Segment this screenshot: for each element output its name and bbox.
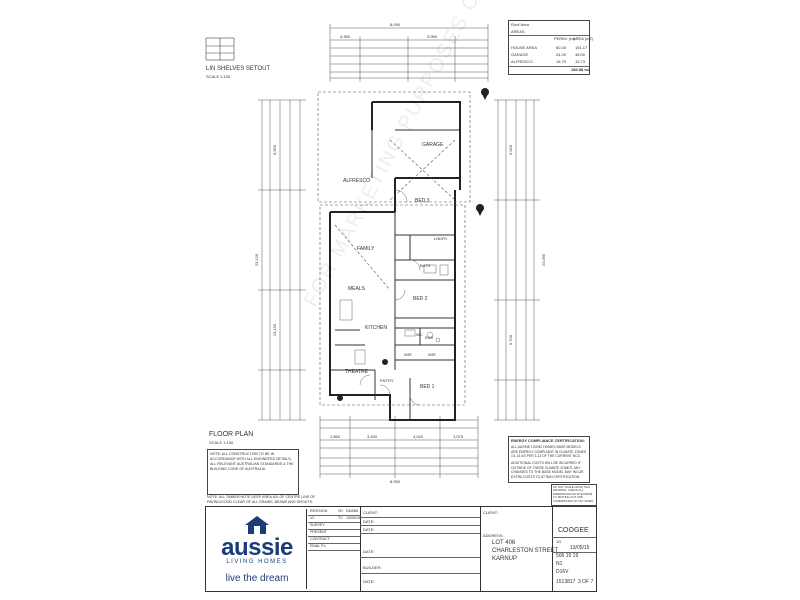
svg-text:1,075: 1,075 (453, 434, 464, 439)
area-col-perim: PERIM. (m) (554, 36, 575, 41)
area-row-label: GARAGE (511, 52, 529, 57)
svg-text:1,860: 1,860 (330, 434, 341, 439)
job-number: 506 15 19 (556, 553, 579, 559)
svg-text:8,950: 8,950 (390, 479, 401, 484)
building-walls (329, 101, 461, 421)
energy-compliance: ENERGY COMPLIANCE CERTIFICATION: ALL AUS… (508, 436, 590, 483)
shelves-scale: SCALE 1:100 (206, 74, 231, 79)
svg-text:4,360: 4,360 (340, 34, 351, 39)
client-block: CLIENT: DATE: DATE: DATE: BUILDER: DATE: (360, 507, 481, 591)
area-row-area: 36.00 (575, 52, 586, 57)
area-row-label: ALFRESCO (511, 59, 533, 64)
title-block: aussie LIVING HOMES live the dream REVIS… (205, 506, 597, 592)
address-block: CLIENT: ADDRESS: LOT 406 CHARLESTON STRE… (480, 507, 558, 591)
floor-plan-scale: SCALE 1:100 (209, 440, 234, 445)
section-markers (337, 88, 489, 401)
area-row-perim: 16.70 (556, 59, 567, 64)
room-bed1: BED 1 (420, 384, 435, 390)
room-bed3: BED 3 (415, 198, 430, 204)
date-label-4: DATE: (363, 579, 375, 584)
svg-text:13,150: 13,150 (272, 323, 277, 336)
model-block: COOGEE JG 13/05/15 506 15 19 N1 D16V 151… (552, 507, 596, 591)
area-table-title: Roof Area (511, 22, 529, 27)
floor-plan-title: FLOOR PLAN (209, 431, 254, 438)
area-col-area: AREA (m2) (573, 36, 594, 41)
revision-table: REVISION VD DD/MM V2 TV 13/05/15 SURVEY … (308, 507, 361, 591)
room-bath: BATH (420, 263, 431, 268)
eave-lines (317, 91, 471, 406)
area-table-label: AREAS: (511, 29, 526, 34)
svg-text:23,120: 23,120 (254, 253, 259, 266)
client-label: CLIENT: (363, 510, 378, 515)
room-meals: MEALS (348, 286, 365, 292)
left-dimensions (258, 99, 306, 421)
drawing-date: 13/05/15 (570, 545, 590, 551)
room-bed2: BED 2 (413, 296, 428, 302)
room-alfresco: ALFRESCO (343, 178, 370, 184)
tagline: live the dream (225, 572, 289, 584)
area-row-label: HOUSE AREA (511, 45, 538, 50)
construction-note: NOTE: ALL CONSTRUCTION TO BE IN ACCORDAN… (207, 449, 299, 495)
room-theatre: THEATRE (345, 369, 368, 375)
room-entry: ENTRY (380, 378, 394, 383)
room-garage: GARAGE (422, 142, 444, 148)
top-dimensions (329, 24, 489, 82)
shelves-title: LIN SHELVES SETOUT (206, 66, 271, 72)
shelves-setout-symbol (205, 37, 235, 61)
room-family: FAMILY (357, 246, 375, 252)
builder-label: BUILDER: (363, 565, 382, 570)
brand-name: aussie (221, 533, 293, 561)
svg-text:9,700: 9,700 (508, 334, 513, 345)
client-label-2: CLIENT: (483, 510, 498, 515)
area-row-perim: 24.00 (556, 52, 567, 57)
plan-number: 1513817 (556, 579, 576, 585)
room-lndry: LNDRY (434, 236, 448, 241)
timber-note: NOTE: ALL TIMBER NOTE DEEP AREA 40L OF C… (207, 495, 316, 504)
right-dimensions (494, 99, 540, 421)
design-code: D16V (556, 569, 569, 575)
house-icon (244, 515, 270, 535)
bottom-dimensions (319, 416, 479, 478)
door-swings (359, 189, 421, 406)
drawn-by: JG (556, 539, 562, 544)
svg-text:3,950: 3,950 (427, 34, 438, 39)
fixtures (339, 264, 449, 365)
address-line-3: KARNUP (492, 556, 518, 562)
sheet-number: 3 OF 7 (578, 579, 594, 585)
svg-text:3,450: 3,450 (367, 434, 378, 439)
area-row-perim: 80.30 (556, 45, 567, 50)
model-name: COOGEE (558, 527, 589, 534)
room-wc: WC (416, 332, 423, 337)
scale-note: DO NOT SCALE FROM THIS DRAWING. CHECK AL… (551, 484, 597, 506)
svg-text:5,620: 5,620 (508, 144, 513, 155)
room-wir-b: WIR (428, 352, 436, 357)
svg-text:4,040: 4,040 (413, 434, 424, 439)
brand-sub: LIVING HOMES (226, 558, 288, 565)
room-wir-a: WIR (404, 352, 412, 357)
address-line-2: CHARLESTON STREET (492, 548, 559, 554)
svg-text:8,090: 8,090 (390, 22, 401, 27)
area-row-area: 15.73 (575, 59, 586, 64)
address-line-1: LOT 406 (492, 540, 516, 546)
svg-text:6,990: 6,990 (272, 144, 277, 155)
date-label: DATE: (363, 519, 375, 524)
internal-walls (330, 129, 460, 420)
date-label-2: DATE: (363, 527, 375, 532)
room-ens: ENS (425, 335, 434, 340)
date-label-3: DATE: (363, 549, 375, 554)
dimension-values: 8,090 4,360 3,950 8,950 1,860 3,450 4,04… (254, 22, 546, 484)
room-kitchen: KITCHEN (365, 325, 387, 331)
area-row-area: 151.17 (575, 45, 588, 50)
area-table: Roof Area AREAS: PERIM. (m) AREA (m2) HO… (508, 20, 594, 75)
area-total: 186.58 m2 (571, 67, 591, 72)
svg-text:23,090: 23,090 (541, 253, 546, 266)
wind-class: N1 (556, 561, 563, 567)
address-label: ADDRESS: (483, 533, 504, 538)
brand-logo: aussie LIVING HOMES live the dream (208, 509, 307, 589)
